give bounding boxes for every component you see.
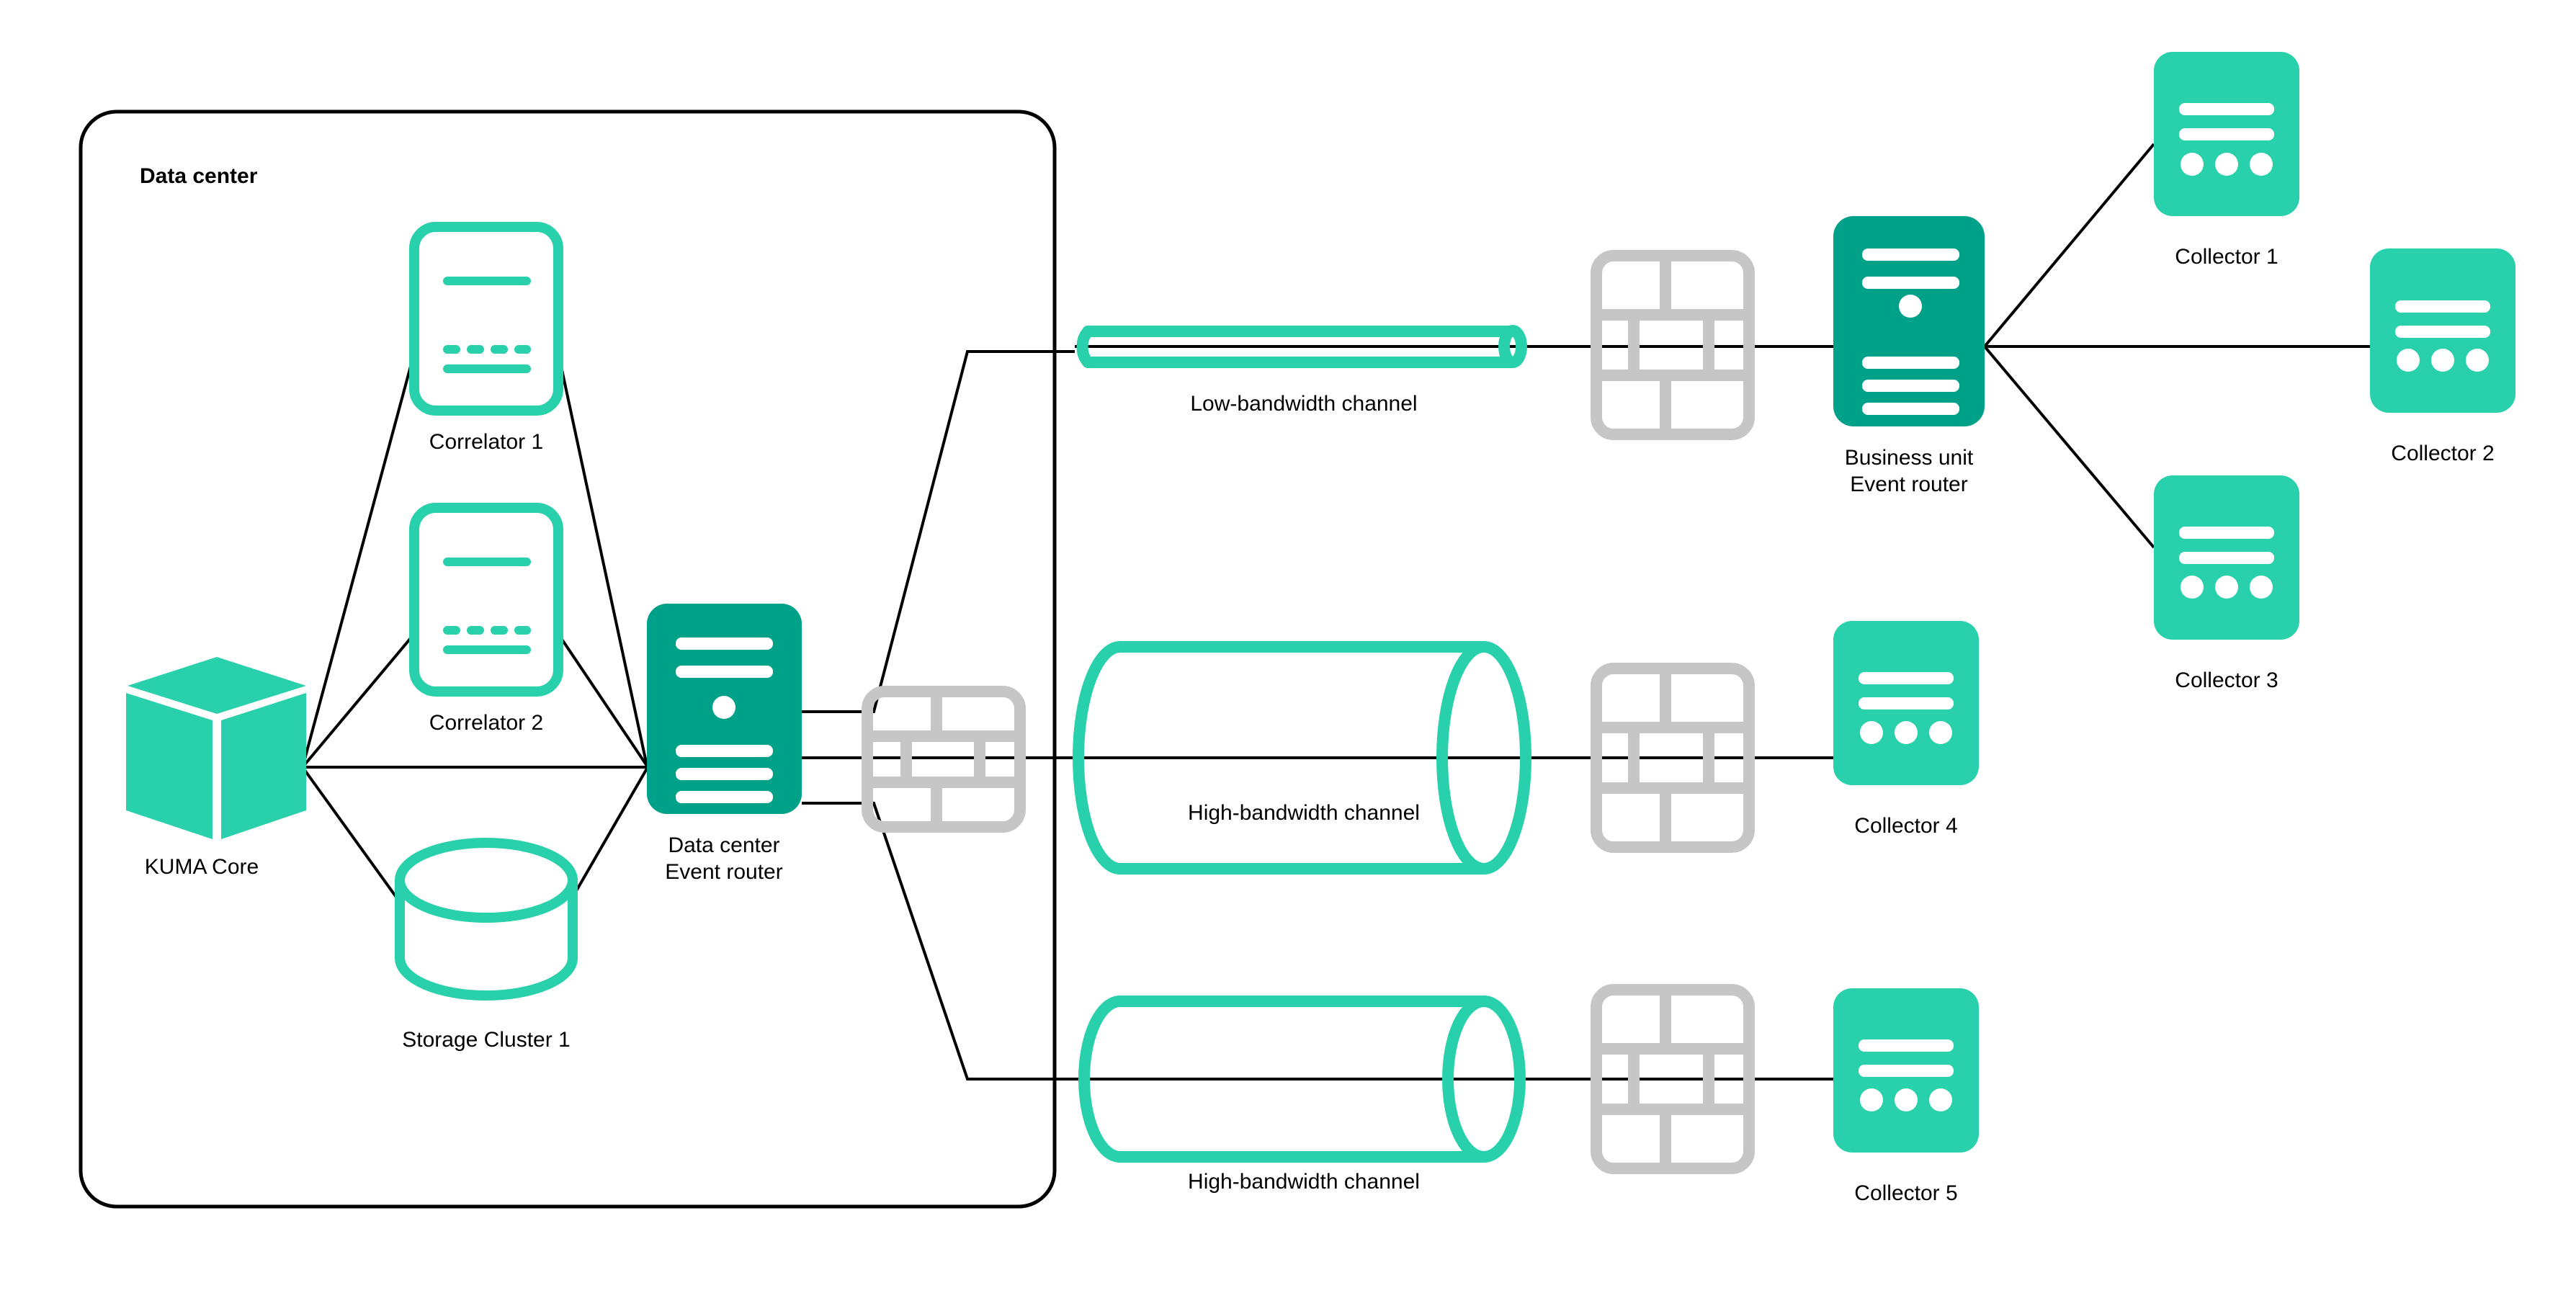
storage-cluster-1-node[interactable]: [395, 838, 578, 1001]
cube-left-face-icon: [126, 693, 213, 839]
firewall-bottom-node[interactable]: [1591, 984, 1755, 1174]
firewall-dc-node[interactable]: [862, 686, 1026, 833]
collector-1-line-1-icon: [2179, 103, 2274, 115]
data-center-zone-title: Data center: [140, 164, 258, 188]
high-bandwidth-channel-2-node[interactable]: [1078, 996, 1526, 1163]
high-channel-2-left-cap-icon: [1078, 996, 1126, 1163]
high-channel-2-tube-icon: [1114, 996, 1490, 1163]
correlator-1-node[interactable]: [409, 222, 563, 416]
collector-4-line-1-icon: [1859, 672, 1954, 684]
bu-router-line-2-icon: [1862, 277, 1959, 289]
bu-event-router-node[interactable]: [1833, 216, 1985, 426]
edge-burouter-to-collector1: [1983, 143, 2155, 348]
collector-2-dots-icon: [2397, 349, 2489, 372]
collector-5-dots-icon: [1860, 1088, 1952, 1111]
firewall-dc-outline-icon: [862, 686, 1026, 833]
collector-3-line-1-icon: [2179, 527, 2274, 539]
connector-lines: [301, 143, 2370, 1081]
collector-2-line-2-icon: [2395, 326, 2490, 338]
dc-router-status-dot-icon: [712, 696, 735, 719]
correlator-1-line-bottom-icon: [443, 364, 531, 373]
collector-4-dots-icon: [1860, 721, 1952, 744]
collector-1-node[interactable]: [2154, 52, 2299, 216]
bu-router-line-1-icon: [1862, 249, 1959, 261]
correlator-2-dashed-line-icon: [443, 626, 531, 635]
firewall-top-node[interactable]: [1591, 250, 1755, 440]
correlator-1-dashed-line-icon: [443, 345, 531, 354]
collector-1-dots-icon: [2181, 153, 2273, 176]
collector-4-line-2-icon: [1859, 697, 1954, 710]
dc-router-line-5-icon: [676, 791, 773, 803]
firewall-mid-outline-icon: [1591, 663, 1755, 853]
high-channel-1-left-cap-icon: [1073, 641, 1126, 874]
collector-3-dots-icon: [2181, 576, 2273, 599]
collector-3-line-2-icon: [2179, 552, 2274, 564]
bu-router-status-dot-icon: [1899, 295, 1922, 318]
edge-correlator2-to-dcrouter: [557, 632, 648, 767]
correlator-1-line-top-icon: [443, 277, 531, 285]
high-bandwidth-channel-1-node[interactable]: [1073, 641, 1531, 874]
collector-5-line-1-icon: [1859, 1039, 1954, 1052]
firewall-bottom-outline-icon: [1591, 984, 1755, 1174]
firewall-top-outline-icon: [1591, 250, 1755, 440]
collector-2-line-1-icon: [2395, 300, 2490, 313]
correlator-2-line-bottom-icon: [443, 645, 531, 654]
correlator-1-body-icon: [409, 222, 563, 416]
dc-router-line-4-icon: [676, 768, 773, 780]
database-top-ellipse-icon: [395, 838, 578, 923]
data-center-zone-border: [79, 109, 1057, 1209]
bu-router-line-5-icon: [1862, 403, 1959, 415]
low-channel-tube-icon: [1082, 326, 1519, 368]
low-channel-left-cap-icon: [1076, 326, 1095, 368]
correlator-2-node[interactable]: [409, 503, 563, 697]
edge-core-to-correlator1: [301, 352, 416, 768]
dc-router-line-1-icon: [676, 637, 773, 650]
correlator-2-line-top-icon: [443, 558, 531, 566]
high-channel-1-right-cap-icon: [1436, 641, 1531, 874]
low-channel-right-cap-icon: [1498, 325, 1527, 368]
collector-3-node[interactable]: [2154, 475, 2299, 640]
correlator-2-body-icon: [409, 503, 563, 697]
high-channel-2-right-cap-icon: [1442, 996, 1526, 1163]
cube-right-face-icon: [221, 693, 306, 839]
cube-top-face-icon: [128, 657, 306, 714]
bu-router-line-4-icon: [1862, 380, 1959, 392]
edge-dcrouter-to-low-channel: [802, 350, 1075, 713]
firewall-mid-node[interactable]: [1591, 663, 1755, 853]
collector-4-node[interactable]: [1833, 621, 1979, 785]
edge-core-to-correlator2: [301, 632, 416, 769]
edge-dcrouter-to-high-channel-2: [802, 802, 1075, 1081]
collector-1-line-2-icon: [2179, 128, 2274, 140]
bu-event-router-body-icon: [1833, 216, 1985, 426]
kuma-core-node[interactable]: [126, 657, 306, 839]
dc-router-line-3-icon: [676, 745, 773, 757]
edge-burouter-to-collector3: [1983, 345, 2155, 549]
bu-router-line-3-icon: [1862, 357, 1959, 369]
edge-correlator1-to-dcrouter: [557, 352, 648, 766]
low-bandwidth-channel-node[interactable]: [1076, 325, 1527, 368]
collector-2-node[interactable]: [2370, 249, 2515, 413]
collector-5-node[interactable]: [1833, 988, 1979, 1153]
collector-5-line-2-icon: [1859, 1065, 1954, 1077]
dc-event-router-node[interactable]: [647, 604, 802, 814]
dc-router-line-2-icon: [676, 666, 773, 678]
high-channel-1-tube-icon: [1114, 641, 1490, 874]
